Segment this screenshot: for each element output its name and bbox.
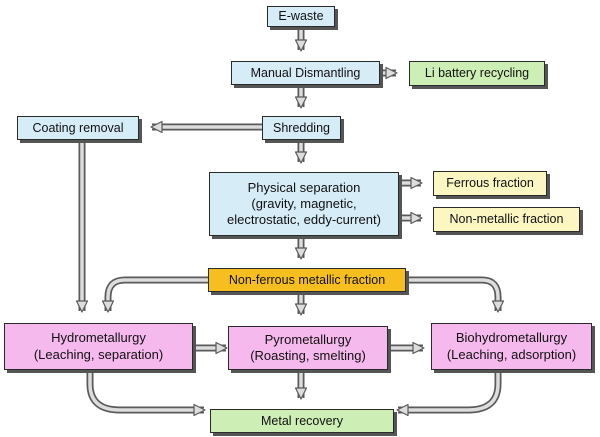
node-hydrometallurgy: Hydrometallurgy (Leaching, separation) xyxy=(4,323,193,370)
node-manual-dismantling: Manual Dismantling xyxy=(231,61,380,85)
node-physical-separation-line3: electrostatic, eddy-current) xyxy=(227,212,381,228)
node-pyrometallurgy: Pyrometallurgy (Roasting, smelting) xyxy=(228,326,388,370)
node-pyrometallurgy-detail: (Roasting, smelting) xyxy=(250,348,366,363)
node-physical-separation: Physical separation (gravity, magnetic, … xyxy=(209,172,399,236)
node-manual-dismantling-label: Manual Dismantling xyxy=(250,65,361,80)
arrow-hydro-to-metal xyxy=(86,370,204,414)
node-hydrometallurgy-detail: (Leaching, separation) xyxy=(33,346,164,362)
node-pyrometallurgy-title: Pyrometallurgy xyxy=(264,331,352,347)
arrow-bio-to-metal xyxy=(398,370,502,414)
node-biohydrometallurgy-title: Biohydrometallurgy xyxy=(455,330,568,346)
node-coating-removal: Coating removal xyxy=(17,116,139,140)
node-metal-recovery-label: Metal recovery xyxy=(261,413,343,428)
arrow-nonferrous-to-bio xyxy=(406,276,502,311)
node-ewaste-label: E-waste xyxy=(278,9,324,23)
node-shredding: Shredding xyxy=(262,116,341,140)
node-non-ferrous-metallic-fraction-label: Non-ferrous metallic fraction xyxy=(228,272,386,287)
node-hydrometallurgy-title: Hydrometallurgy xyxy=(51,330,146,346)
node-non-ferrous-metallic-fraction: Non-ferrous metallic fraction xyxy=(208,268,406,292)
node-coating-removal-label: Coating removal xyxy=(32,120,124,135)
node-metal-recovery: Metal recovery xyxy=(210,409,394,433)
node-non-metallic-fraction-label: Non-metallic fraction xyxy=(449,212,564,226)
node-ewaste: E-waste xyxy=(267,6,335,27)
node-ferrous-fraction-label: Ferrous fraction xyxy=(446,176,534,190)
node-non-metallic-fraction: Non-metallic fraction xyxy=(433,207,580,232)
node-physical-separation-line1: Physical separation xyxy=(247,179,361,195)
node-physical-separation-line2: (gravity, magnetic, xyxy=(251,195,357,211)
node-ferrous-fraction: Ferrous fraction xyxy=(433,171,547,196)
node-shredding-label: Shredding xyxy=(273,120,330,135)
node-li-battery-recycling-label: Li battery recycling xyxy=(424,66,530,80)
node-biohydrometallurgy: Biohydrometallurgy (Leaching, adsorption… xyxy=(431,323,592,370)
node-li-battery-recycling: Li battery recycling xyxy=(409,61,545,86)
arrow-nonferrous-to-hydro xyxy=(104,276,208,311)
node-biohydrometallurgy-detail: (Leaching, adsorption) xyxy=(446,346,577,362)
